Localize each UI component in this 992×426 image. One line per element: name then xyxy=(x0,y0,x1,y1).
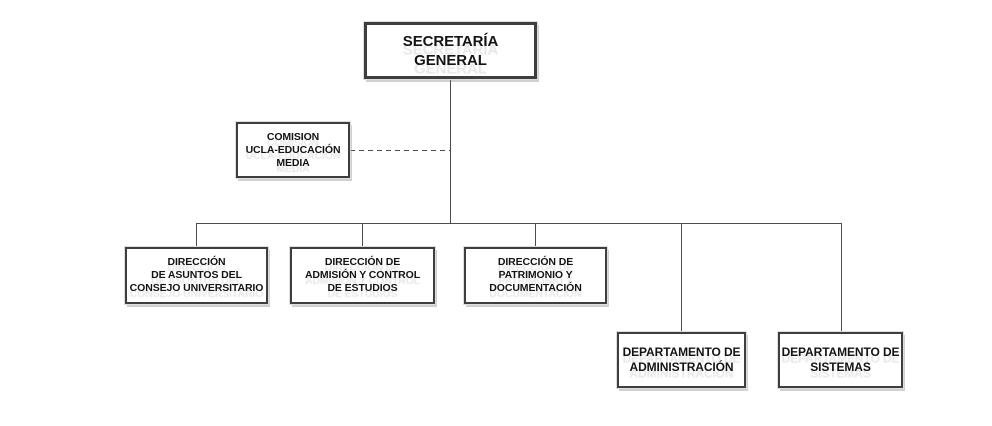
connector-drop-admision xyxy=(362,223,363,247)
connector-trunk xyxy=(450,79,451,223)
org-node-direccion-patrimonio: DIRECCIÓN DE PATRIMONIO Y DOCUMENTACIÓN xyxy=(464,247,607,304)
direccion-asuntos-label: DIRECCIÓN DE ASUNTOS DEL CONSEJO UNIVERS… xyxy=(129,256,264,294)
org-node-direccion-asuntos-consejo: DIRECCIÓN DE ASUNTOS DEL CONSEJO UNIVERS… xyxy=(125,247,268,304)
connector-drop-asuntos xyxy=(196,223,197,247)
org-node-direccion-admision-control: DIRECCIÓN DE ADMISIÓN Y CONTROL DE ESTUD… xyxy=(290,247,435,304)
secretaria-general-label: SECRETARÍA GENERAL xyxy=(402,32,499,69)
departamento-sistemas-label: DEPARTAMENTO DE SISTEMAS xyxy=(781,345,900,374)
connector-dashed-comision xyxy=(350,150,450,151)
direccion-patrimonio-label: DIRECCIÓN DE PATRIMONIO Y DOCUMENTACIÓN xyxy=(489,256,582,294)
org-node-secretaria-general: SECRETARÍA GENERAL xyxy=(364,22,537,79)
connector-drop-sistemas xyxy=(841,223,842,332)
comision-ucla-label: COMISION UCLA-EDUCACIÓN MEDIA xyxy=(245,130,341,169)
connector-drop-administracion xyxy=(681,223,682,332)
departamento-administracion-label: DEPARTAMENTO DE ADMINISTRACIÓN xyxy=(622,345,741,374)
org-node-comision-ucla-educacion-media: COMISION UCLA-EDUCACIÓN MEDIA xyxy=(236,122,350,178)
org-node-departamento-sistemas: DEPARTAMENTO DE SISTEMAS xyxy=(778,332,903,388)
connector-horizontal-bar xyxy=(196,223,842,224)
org-node-departamento-administracion: DEPARTAMENTO DE ADMINISTRACIÓN xyxy=(617,332,746,388)
direccion-admision-label: DIRECCIÓN DE ADMISIÓN Y CONTROL DE ESTUD… xyxy=(304,256,421,294)
connector-drop-patrimonio xyxy=(535,223,536,247)
